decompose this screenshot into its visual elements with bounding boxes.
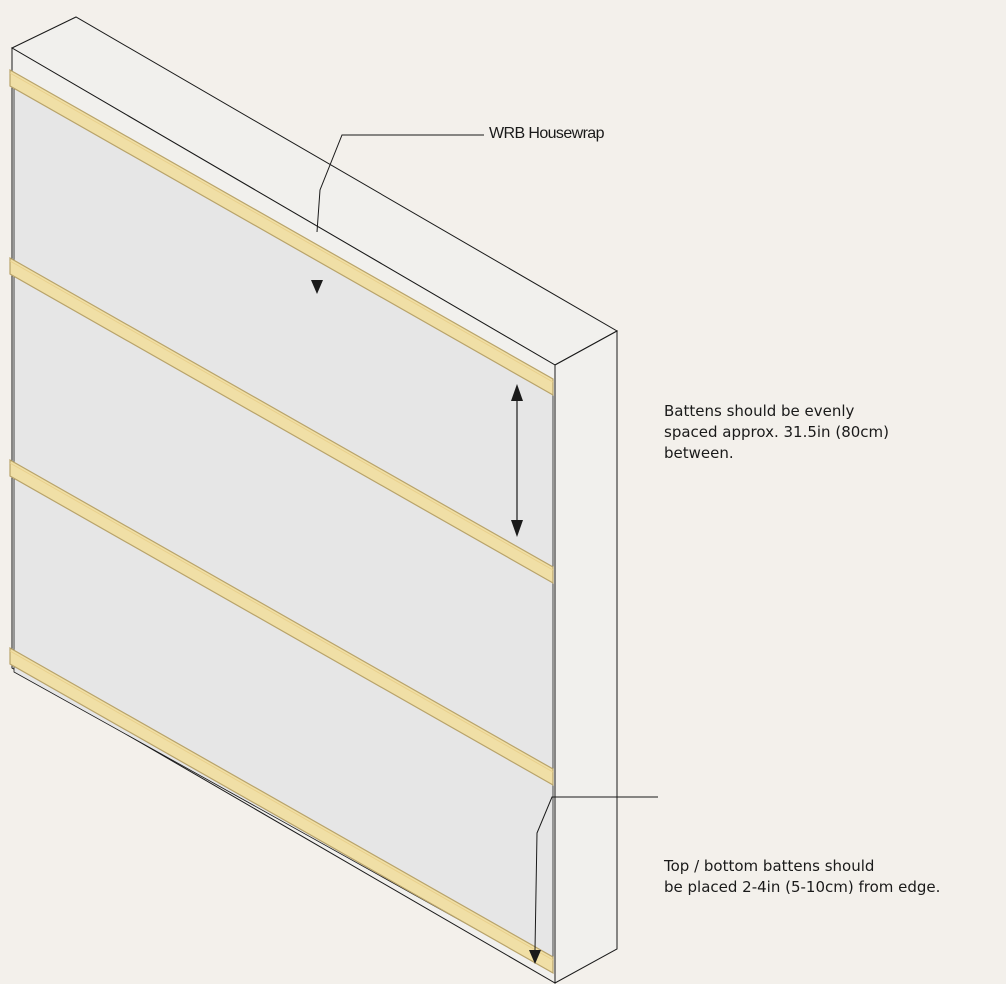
wall-side-face — [554, 330, 618, 984]
batten-2-edge — [9, 260, 554, 571]
batten-3 — [9, 458, 554, 787]
batten-2 — [9, 256, 554, 585]
batten-4-edge — [9, 650, 554, 961]
batten-1-edge — [9, 72, 554, 383]
batten-spacing-note: Battens should be evenly spaced approx. … — [664, 402, 889, 462]
edge-placement-note: Top / bottom battens should be placed 2-… — [664, 857, 941, 896]
spacing-dimension-arrow — [511, 384, 523, 537]
batten-1 — [9, 68, 554, 397]
edge-leader — [529, 796, 658, 964]
batten-4 — [9, 646, 554, 975]
housewrap-leader — [311, 134, 484, 294]
battens-group — [9, 68, 554, 975]
batten-3-edge — [9, 462, 554, 773]
housewrap-arrowhead — [311, 280, 323, 294]
housewrap-label: WRB Housewrap — [489, 125, 605, 142]
edge-arrowhead — [529, 950, 541, 964]
